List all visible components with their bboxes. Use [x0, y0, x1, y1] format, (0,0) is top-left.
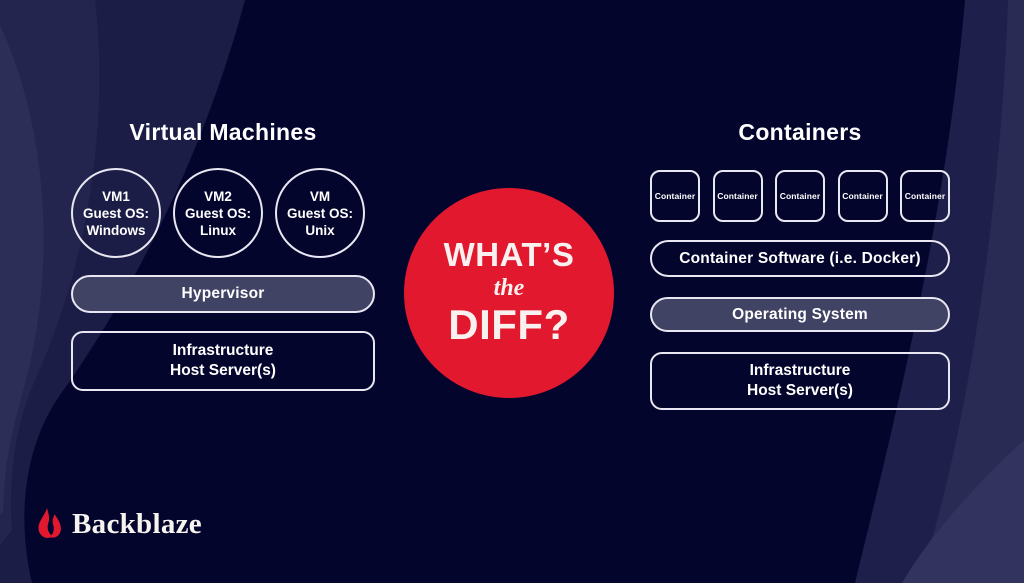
vm1-os: Windows	[86, 222, 146, 238]
container-software-box: Container Software (i.e. Docker)	[650, 240, 950, 277]
vm3-name: VM	[309, 188, 331, 204]
operating-system-box: Operating System	[650, 297, 950, 332]
whats-the-diff-badge: WHAT’S the DIFF?	[404, 188, 614, 398]
containers-section: Containers Container Container Container…	[650, 118, 950, 410]
vm2-name: VM2	[204, 188, 232, 204]
vm1-guest-os-label: Guest OS:	[82, 205, 149, 221]
container-infrastructure-line1: Infrastructure	[749, 361, 851, 379]
container-box-2: Container	[712, 170, 763, 222]
container-box-4: Container	[837, 170, 888, 222]
virtual-machines-title: Virtual Machines	[129, 119, 317, 145]
vm3-guest-os-label: Guest OS:	[286, 205, 353, 221]
container-box-row: Container Container Container Container …	[650, 170, 950, 222]
containers-title: Containers	[738, 119, 862, 145]
vm-circle-row: VM1 Guest OS: Windows VM2 Guest OS: Linu…	[71, 168, 375, 258]
vm3-circle: VM Guest OS: Unix	[275, 168, 365, 258]
container-infrastructure-box: Infrastructure Host Server(s)	[650, 352, 950, 410]
vm1-name: VM1	[102, 188, 130, 204]
backblaze-flame-icon	[38, 507, 61, 538]
vm-infrastructure-line2: Host Server(s)	[170, 362, 276, 379]
container-infrastructure-line2: Host Server(s)	[747, 382, 853, 399]
virtual-machines-section: Virtual Machines VM1 Guest OS: Windows V…	[71, 118, 375, 391]
vm2-os: Linux	[200, 222, 236, 238]
container-box-5: Container	[900, 170, 950, 222]
wave-right-edge-highlight	[918, 0, 1024, 583]
backblaze-logo: Backblaze	[36, 504, 202, 544]
container-box-1: Container	[650, 170, 700, 222]
wave-left-edge-highlight	[0, 25, 44, 514]
vm-infrastructure-line1: Infrastructure	[172, 341, 274, 359]
hypervisor-box: Hypervisor	[71, 275, 375, 313]
vm-infrastructure-box: Infrastructure Host Server(s)	[71, 331, 375, 391]
vm1-circle: VM1 Guest OS: Windows	[71, 168, 161, 258]
container-box-3: Container	[775, 170, 825, 222]
vm3-os: Unix	[305, 222, 335, 238]
badge-line-the: the	[493, 274, 525, 301]
badge-line-diff: DIFF?	[448, 301, 570, 349]
badge-line-whats: WHAT’S	[443, 236, 575, 274]
vm2-circle: VM2 Guest OS: Linux	[173, 168, 263, 258]
wave-bottom-right-corner	[902, 440, 1024, 583]
backblaze-wordmark: Backblaze	[72, 507, 202, 540]
vm2-guest-os-label: Guest OS:	[184, 205, 251, 221]
